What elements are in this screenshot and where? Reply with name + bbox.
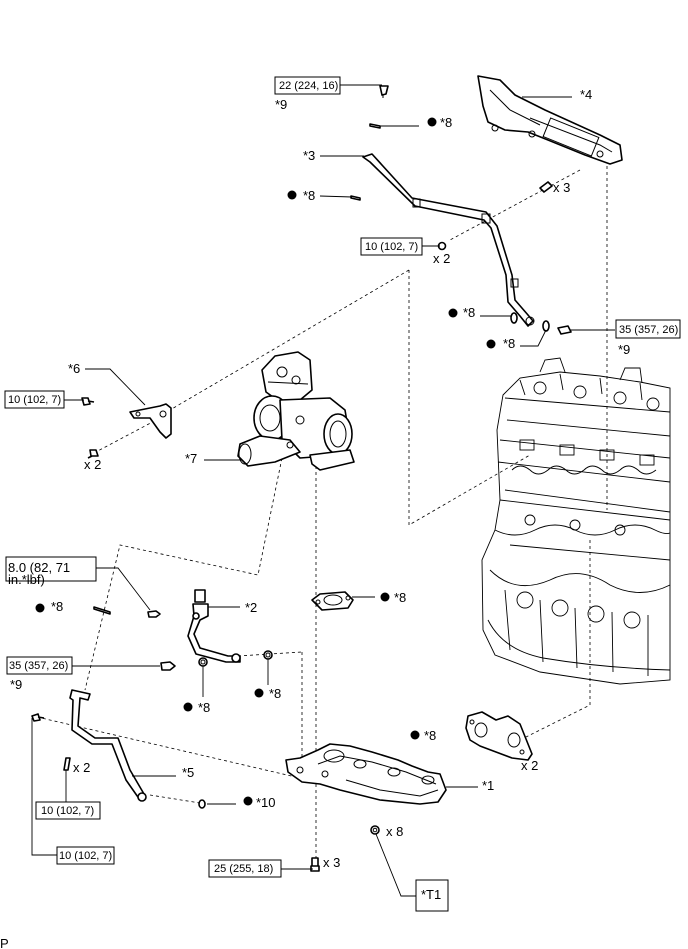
callout-label: *9	[618, 342, 630, 357]
torque-text: 10 (102, 7)	[41, 805, 94, 817]
torque-text: 10 (102, 7)	[365, 241, 418, 253]
tool-box-t1: *T1	[415, 879, 449, 912]
tool-text: *T1	[421, 887, 441, 902]
callout-label: *1	[482, 778, 494, 793]
callout-label: *8	[198, 700, 210, 715]
qty-label: x 3	[323, 855, 340, 870]
engine-assembly	[481, 357, 671, 685]
torque-spec-22: 22 (224, 16)	[274, 76, 341, 95]
callout-label: *2	[245, 600, 257, 615]
qty-label: x 2	[433, 251, 450, 266]
callout-label: *8	[440, 115, 452, 130]
callout-label: *5	[182, 765, 194, 780]
callout-label: *9	[10, 677, 22, 692]
qty-label: x 2	[84, 457, 101, 472]
union-bolt-hardware	[350, 85, 572, 335]
torque-text: 10 (102, 7)	[8, 394, 61, 406]
torque-spec-10-water-b: 10 (102, 7)	[56, 846, 115, 865]
torque-spec-35-outlet: 35 (357, 26)	[6, 656, 73, 675]
leader-lines	[31, 84, 615, 897]
callout-label: *4	[580, 87, 592, 102]
callout-label: *8	[269, 686, 281, 701]
torque-text: 10 (102, 7)	[59, 850, 112, 862]
torque-spec-25: 25 (255, 18)	[208, 859, 282, 878]
exhaust-manifold	[285, 743, 447, 805]
callout-label: *7	[185, 451, 197, 466]
callout-label: *9	[275, 97, 287, 112]
torque-text: 25 (255, 18)	[214, 863, 273, 875]
callout-label: *6	[68, 361, 80, 376]
manifold-gasket	[465, 711, 533, 761]
torque-text: 35 (357, 26)	[9, 660, 68, 672]
torque-text: 8.0 (82, 71	[8, 560, 70, 575]
qty-label: x 2	[73, 760, 90, 775]
torque-spec-35-pipe: 35 (357, 26)	[615, 319, 681, 339]
torque-spec-10-bracket: 10 (102, 7)	[4, 390, 65, 409]
callout-label: *8	[303, 188, 315, 203]
torque-spec-8: 8.0 (82, 71 in.*lbf)	[5, 556, 97, 587]
callout-label: *10	[256, 795, 276, 810]
turbocharger	[237, 351, 355, 471]
callout-label: *8	[394, 590, 406, 605]
corner-mark: P	[0, 936, 9, 949]
oil-inlet-pipe	[362, 153, 535, 327]
torque-text: 22 (224, 16)	[279, 80, 338, 92]
torque-spec-10-pipe: 10 (102, 7)	[360, 237, 423, 256]
heat-insulator	[477, 75, 623, 165]
qty-label: x 3	[553, 180, 570, 195]
callout-label: *8	[463, 305, 475, 320]
bullet-dots	[35, 117, 496, 806]
turbo-outlet-gasket	[311, 591, 354, 611]
manifold-fasteners	[310, 825, 380, 872]
water-pipe	[31, 689, 206, 809]
torque-spec-10-water-a: 10 (102, 7)	[35, 801, 101, 820]
torque-unit-text: in.*lbf)	[8, 572, 45, 587]
qty-label: x 2	[521, 758, 538, 773]
callout-label: *8	[51, 599, 63, 614]
torque-text: 35 (357, 26)	[619, 324, 678, 336]
callout-label: *3	[303, 148, 315, 163]
turbo-bracket	[81, 397, 172, 459]
oil-outlet-pipe	[93, 589, 273, 671]
callout-label: *8	[424, 728, 436, 743]
callout-label: *8	[503, 336, 515, 351]
qty-label: x 8	[386, 824, 403, 839]
